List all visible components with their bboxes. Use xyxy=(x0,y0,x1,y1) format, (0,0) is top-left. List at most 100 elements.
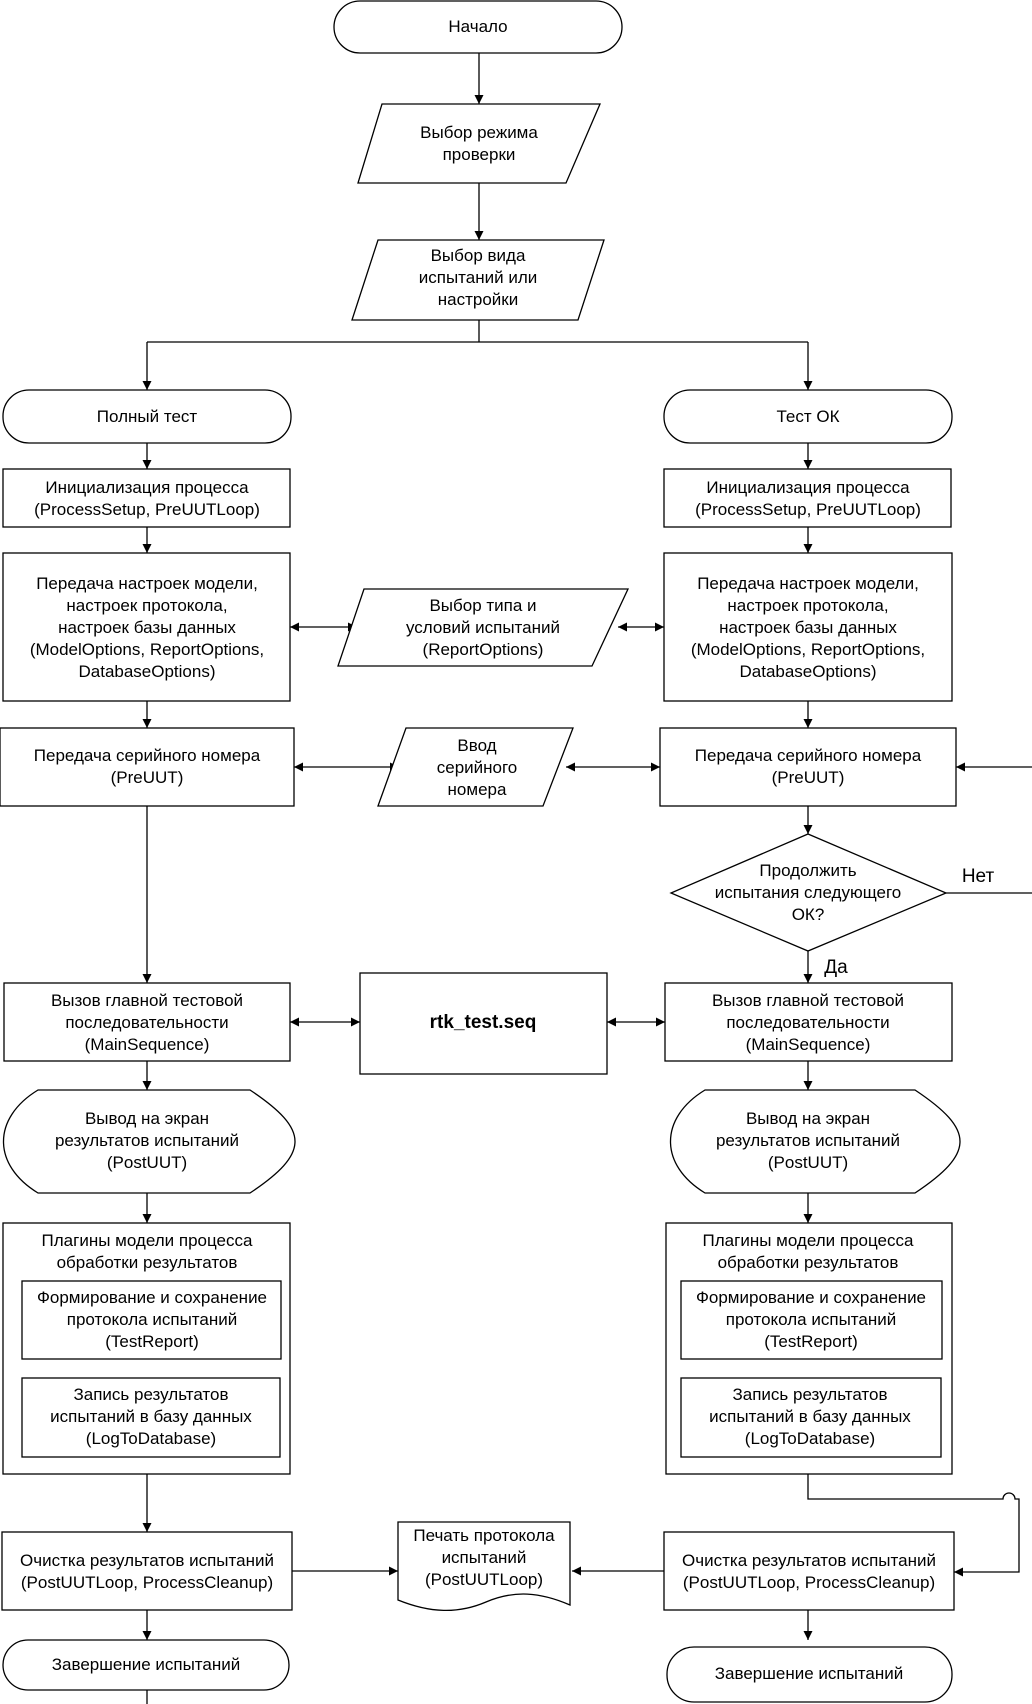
right-display-label-line: Вывод на экран xyxy=(746,1109,870,1128)
right-end-label: Завершение испытаний xyxy=(715,1664,903,1683)
left-terminal-label: Полный тест xyxy=(97,407,198,426)
select-mode-label-line: Выбор режима xyxy=(420,123,538,142)
right-display-label-line: (PostUUT) xyxy=(768,1153,848,1172)
left-cleanup-label-line: (PostUUTLoop, ProcessCleanup) xyxy=(21,1573,273,1592)
split-connector xyxy=(147,320,808,343)
left-settings-box xyxy=(2,552,291,702)
left-plugins-title-label-line: Плагины модели процесса xyxy=(42,1231,253,1250)
right-serial-box xyxy=(659,727,957,807)
right-serial-label-line: (PreUUT) xyxy=(772,768,845,787)
right-main-seq-label: Вызов главной тестовой последовательности… xyxy=(712,991,904,1054)
right-terminal-test-ok xyxy=(663,389,953,444)
left-terminal-label-line: Полный тест xyxy=(97,407,198,426)
right-decision-label-line: испытания следующего xyxy=(715,883,902,902)
left-main-seq-label-line: Вызов главной тестовой xyxy=(51,991,243,1010)
right-plugin-db-box xyxy=(680,1377,942,1458)
left-end-terminal xyxy=(2,1639,290,1691)
left-settings-label: Передача настроек модели,настроек проток… xyxy=(30,574,264,681)
right-main-seq-label-line: последовательности xyxy=(726,1013,889,1032)
connectors xyxy=(142,53,1032,1704)
right-terminal-label-line: Тест ОК xyxy=(776,407,839,426)
right-main-seq-box xyxy=(664,982,953,1062)
left-plugin-report-label-line: протокола испытаний xyxy=(67,1310,237,1329)
left-init-label: Инициализация процесса(ProcessSetup, Pre… xyxy=(34,478,260,519)
right-decision-label-line: ОК? xyxy=(792,905,825,924)
right-plugin-report-label: Формирование и сохранение протокола испыт… xyxy=(696,1288,926,1351)
left-plugins-title-label: Плагины модели процесса обработки результ… xyxy=(42,1231,253,1272)
left-serial-box xyxy=(0,727,295,807)
right-display-label-line: результатов испытаний xyxy=(716,1131,900,1150)
select-mode-label-line: проверки xyxy=(443,145,516,164)
start-terminal xyxy=(333,0,623,54)
left-init-box xyxy=(2,468,291,528)
report-options-label-line: условий испытаний xyxy=(406,618,560,637)
left-plugin-db-label-line: (LogToDatabase) xyxy=(86,1429,216,1448)
left-main-seq-box xyxy=(3,982,291,1062)
report-options-label: Выбор типа и условий испытаний (ReportOpti… xyxy=(406,596,560,659)
right-decision-label-line: Продолжить xyxy=(759,861,856,880)
right-terminal-label: Тест ОК xyxy=(776,407,839,426)
right-init-box xyxy=(663,468,952,528)
left-end-label: Завершение испытаний xyxy=(52,1655,240,1674)
right-serial-label-line: Передача серийного номера xyxy=(695,746,922,765)
right-settings-label-line: DatabaseOptions) xyxy=(739,662,876,681)
right-cleanup-label-line: Очистка результатов испытаний xyxy=(682,1551,936,1570)
start-label: Начало xyxy=(448,17,507,36)
select-mode-parallelogram xyxy=(357,103,601,184)
left-serial-label-line: (PreUUT) xyxy=(111,768,184,787)
right-plugins-title-label-line: обработки результатов xyxy=(718,1253,899,1272)
report-options-label-line: (ReportOptions) xyxy=(423,640,544,659)
serial-input-label-line: Ввод xyxy=(457,736,496,755)
right-settings-label-line: Передача настроек модели, xyxy=(697,574,919,593)
right-cleanup-label: Очистка результатов испытаний (PostUUTLoo… xyxy=(682,1551,936,1592)
decision-no-label-line: Нет xyxy=(962,866,995,887)
right-plugin-db-label-line: Запись результатов xyxy=(733,1385,888,1404)
left-display-shape xyxy=(3,1089,296,1194)
serial-input-parallelogram xyxy=(377,727,574,807)
left-serial-label: Передача серийного номера(PreUUT) xyxy=(34,746,261,787)
right-settings-label: Передача настроек модели, настроек проток… xyxy=(691,574,925,681)
decision-no-label: Нет xyxy=(962,866,995,887)
print-report-document xyxy=(397,1521,571,1612)
right-main-seq-label-line: Вызов главной тестовой xyxy=(712,991,904,1010)
right-end-terminal xyxy=(666,1646,953,1703)
report-options-label-line: Выбор типа и xyxy=(429,596,536,615)
left-plugin-report-label-line: (TestReport) xyxy=(105,1332,199,1351)
left-plugin-report-label: Формирование и сохранение протокола испыт… xyxy=(37,1288,267,1351)
shapes xyxy=(0,0,961,1703)
right-main-seq-label-line: (MainSequence) xyxy=(746,1035,871,1054)
right-plugin-report-label-line: Формирование и сохранение xyxy=(696,1288,926,1307)
print-report-label-line: испытаний xyxy=(442,1548,527,1567)
right-init-label: Инициализация процесса(ProcessSetup, Pre… xyxy=(695,478,921,519)
loop-plugins-to-cleanup xyxy=(807,1474,1020,1577)
left-terminal-full-test xyxy=(2,389,292,444)
right-plugin-db-label-line: (LogToDatabase) xyxy=(745,1429,875,1448)
select-type-label-line: Выбор вида xyxy=(431,246,526,265)
sequence-file-box xyxy=(359,972,608,1075)
left-plugins-title-label-line: обработки результатов xyxy=(57,1253,238,1272)
left-settings-label-line: Передача настроек модели, xyxy=(36,574,258,593)
decision-yes-label: Да xyxy=(824,957,848,978)
right-settings-label-line: настроек базы данных xyxy=(719,618,897,637)
right-init-label-line: Инициализация процесса xyxy=(706,478,910,497)
loop-no-to-serial xyxy=(946,762,1032,894)
left-plugin-report-box xyxy=(21,1280,282,1360)
right-display-label: Вывод на экран результатов испытаний (Post… xyxy=(716,1109,900,1172)
left-plugin-report-label-line: Формирование и сохранение xyxy=(37,1288,267,1307)
left-cleanup-label: Очистка результатов испытаний(PostUUTLoo… xyxy=(20,1551,274,1592)
right-settings-label-line: (ModelOptions, ReportOptions, xyxy=(691,640,925,659)
right-display-shape xyxy=(670,1089,961,1194)
right-settings-label-line: настроек протокола, xyxy=(727,596,888,615)
right-decision-diamond xyxy=(669,833,948,952)
select-mode-label: Выбор режима проверки xyxy=(420,123,538,164)
right-cleanup-label-line: (PostUUTLoop, ProcessCleanup) xyxy=(683,1573,935,1592)
right-plugin-report-label-line: протокола испытаний xyxy=(726,1310,896,1329)
